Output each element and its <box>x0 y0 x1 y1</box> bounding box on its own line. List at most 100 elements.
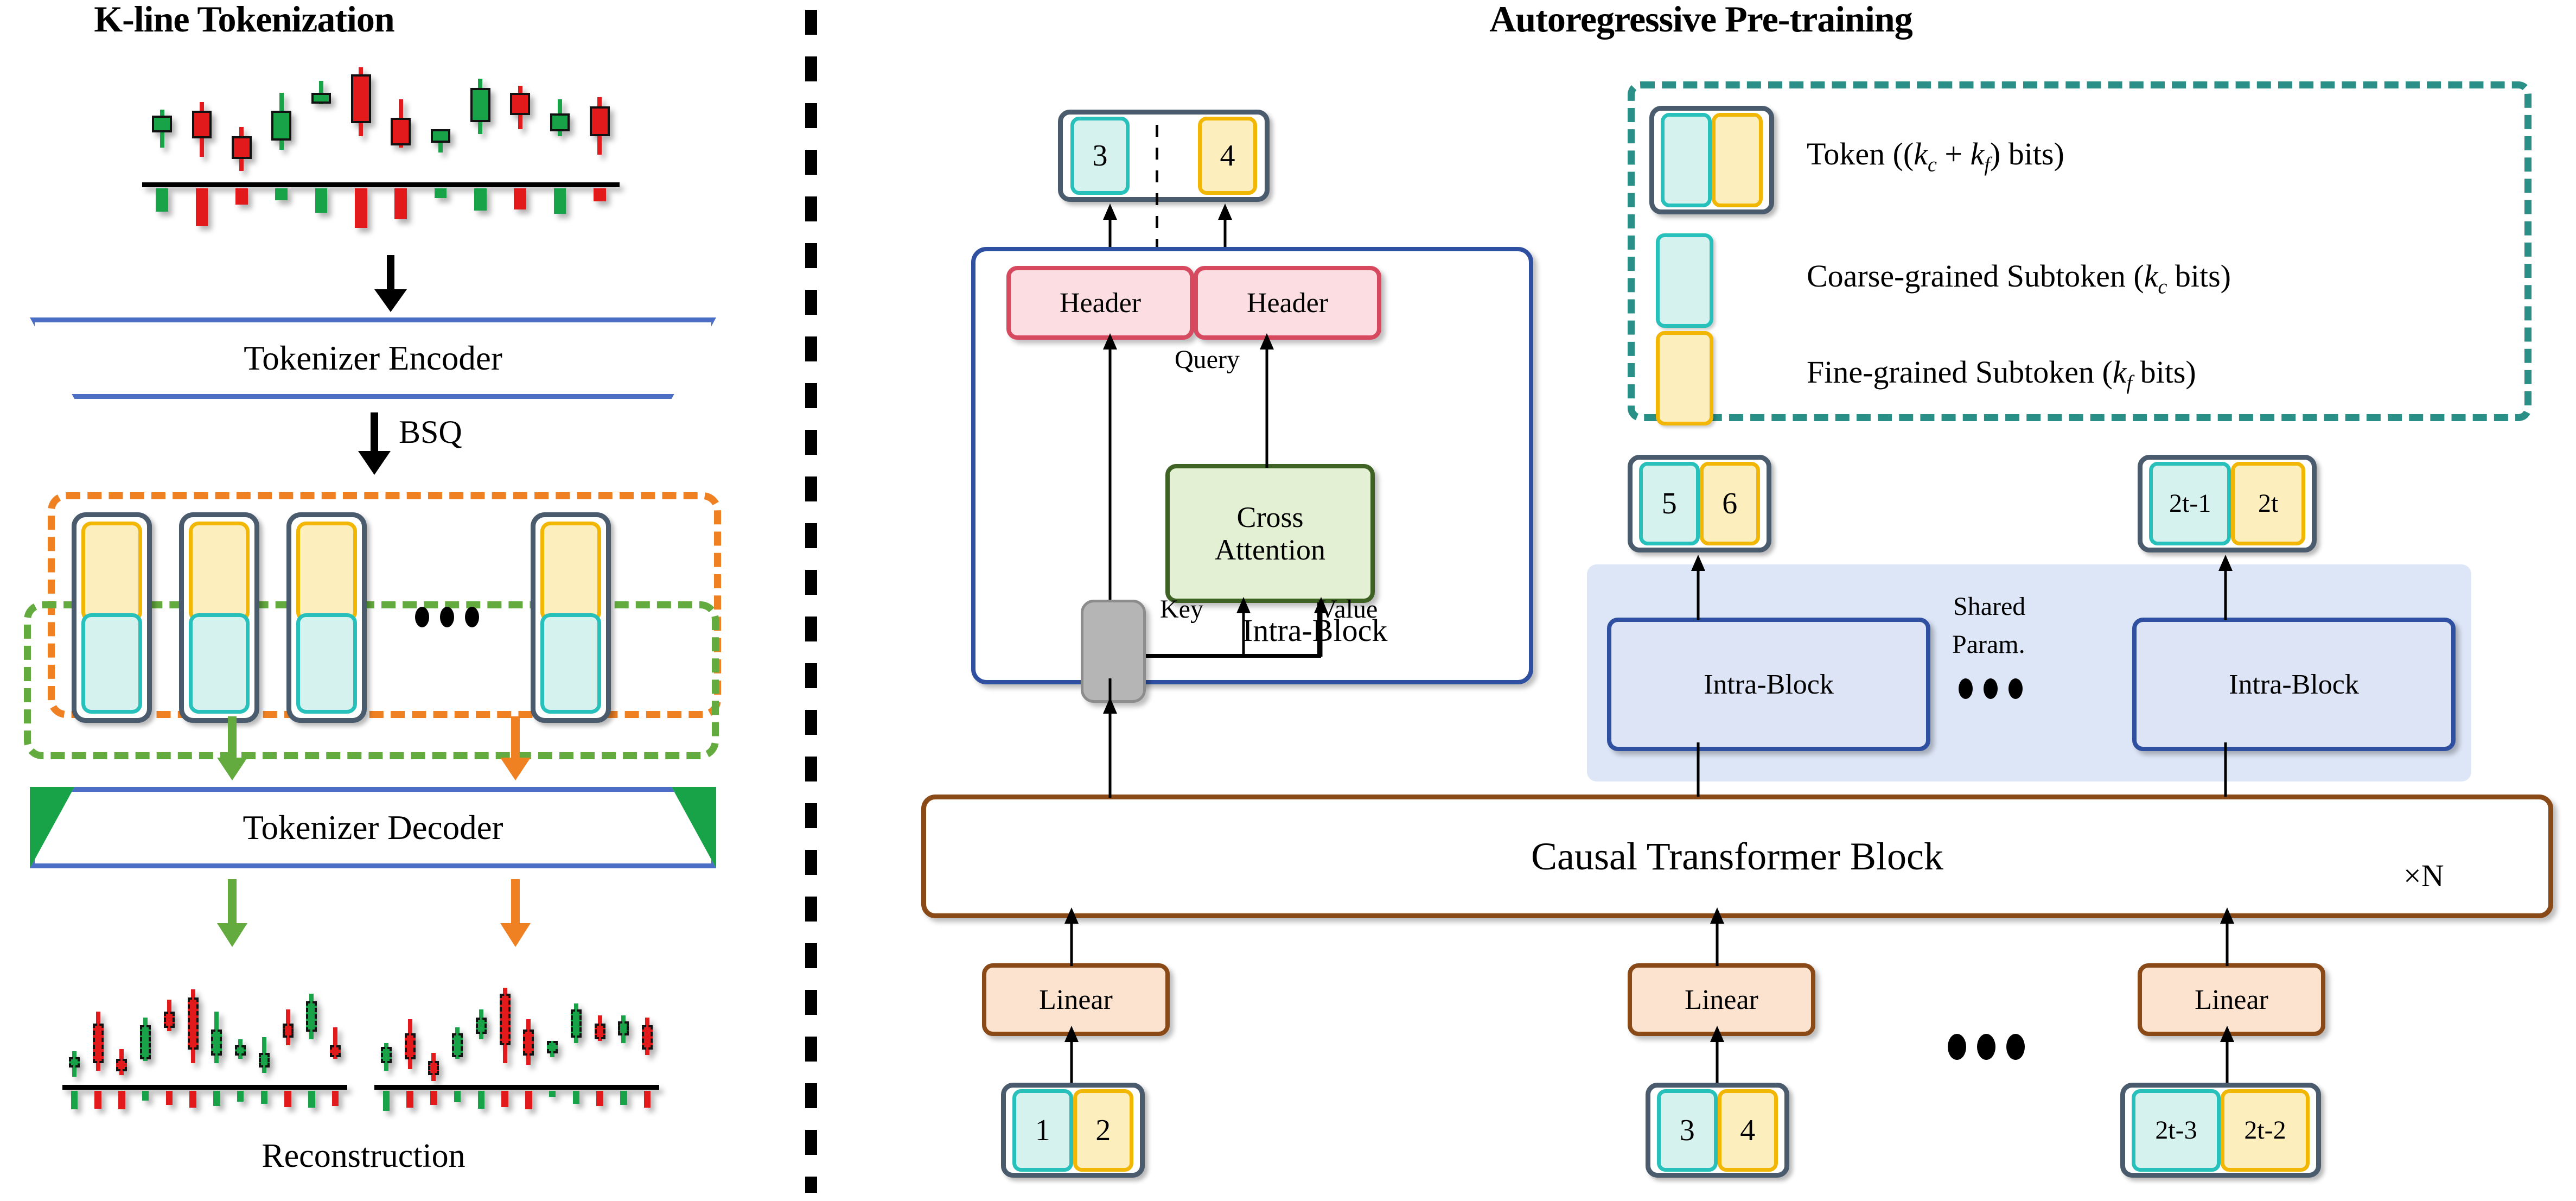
arrow-shared-left-to-token <box>1687 555 1709 620</box>
legend-coarse-k-sub: c <box>2158 275 2167 298</box>
fine-subtoken <box>81 522 142 622</box>
candle-wick <box>318 81 323 104</box>
candle-body <box>152 115 172 133</box>
tokenizer-encoder-label: Tokenizer Encoder <box>244 339 502 377</box>
candle-body <box>306 1001 317 1032</box>
candlestick <box>68 982 80 1085</box>
dot <box>1984 678 1998 699</box>
candlestick <box>594 982 605 1085</box>
volume-bar <box>308 1091 315 1108</box>
candlestick <box>271 64 291 182</box>
volume-bar <box>331 1091 339 1107</box>
candle-body <box>590 106 610 136</box>
legend-fine-k-sub: f <box>2126 371 2133 395</box>
input-token-34-coarse: 3 <box>1657 1089 1718 1172</box>
volume-bar <box>549 1091 556 1097</box>
candlestick <box>470 64 490 182</box>
shared-param-label-line1: Shared <box>1953 592 2026 621</box>
legend-k-c-sub: c <box>1928 153 1937 176</box>
dot <box>2006 1034 2025 1060</box>
candle-body <box>351 74 371 124</box>
candlestick <box>211 982 222 1085</box>
candle-body <box>452 1033 463 1058</box>
candlestick <box>391 64 411 182</box>
arrow-chart-to-encoder <box>374 255 407 312</box>
volume-bar <box>156 188 169 212</box>
candle-body <box>594 1023 605 1040</box>
shared-token-2t-coarse: 2t-1 <box>2149 462 2231 545</box>
volume-bar <box>477 1091 485 1109</box>
candle-body <box>470 88 490 123</box>
candlestick <box>163 982 175 1085</box>
volume-bar <box>430 1091 437 1105</box>
volume-bar <box>593 188 606 202</box>
output-token-box: 3 4 <box>1058 110 1270 202</box>
legend-k-c: k <box>1914 136 1928 171</box>
arrow-header-left-to-token <box>1099 204 1121 249</box>
candle-body <box>140 1025 151 1060</box>
legend-fine-k: k <box>2112 354 2127 390</box>
dot <box>1948 1034 1966 1060</box>
candlestick <box>523 982 534 1085</box>
arrow-decoder-to-recon-right <box>500 879 531 947</box>
candlestick <box>642 982 653 1085</box>
transformer-repeat-label: ×N <box>2403 858 2444 893</box>
chart-axis-line <box>374 1085 659 1090</box>
tokenizer-decoder-shape <box>30 787 716 868</box>
dot <box>2008 678 2023 699</box>
volume-bar <box>572 1091 580 1104</box>
candlestick <box>475 982 487 1085</box>
volume-bar <box>643 1091 651 1108</box>
legend-token-pre: Token (( <box>1807 136 1914 171</box>
candlestick <box>187 982 199 1085</box>
chart-axis-line <box>142 182 620 187</box>
volume-bar <box>382 1091 390 1111</box>
shared-param-ellipsis <box>1959 678 2023 699</box>
volume-bar <box>474 188 487 211</box>
candlestick <box>380 982 392 1085</box>
candlestick <box>452 982 463 1085</box>
legend-box <box>1628 81 2532 421</box>
candlestick <box>116 982 127 1085</box>
candlestick <box>590 64 610 182</box>
candle-body <box>258 1053 270 1067</box>
reconstruction-chart-left <box>62 982 347 1129</box>
linear-block-1: Linear <box>982 963 1170 1036</box>
cross-attention-label: Cross Attention <box>1215 500 1325 566</box>
volume-bar <box>237 1091 244 1102</box>
candle-body <box>187 997 199 1050</box>
candlestick <box>282 982 294 1085</box>
volume-bar <box>284 1091 291 1107</box>
arrow-transformer-to-intrablock-right <box>2215 742 2236 797</box>
input-token-2t-coarse: 2t-3 <box>2132 1089 2221 1172</box>
volume-bar <box>596 1091 603 1107</box>
candle-wick <box>333 1027 338 1059</box>
legend-token-post: ) bits) <box>1990 136 2064 171</box>
candle-body <box>404 1033 416 1060</box>
gray-feature-block <box>1081 600 1146 703</box>
shared-token-56: 5 6 <box>1628 455 1771 552</box>
arrow-linear3-to-transformer <box>2216 907 2238 966</box>
linear-block-3: Linear <box>2138 963 2325 1036</box>
arrow-grayblock-input <box>1099 697 1121 730</box>
intra-block-detail-label: Intra-Block <box>1242 613 1388 648</box>
shared-param-label-line2: Param. <box>1952 630 2025 659</box>
value-label: Value <box>1318 595 1378 624</box>
candle-body <box>550 113 570 132</box>
candle-body <box>430 129 451 143</box>
coarse-subtoken <box>296 613 357 714</box>
shared-token-2t-fine: 2t <box>2231 462 2305 545</box>
input-token-2t: 2t-3 2t-2 <box>2120 1083 2321 1178</box>
arrow-fine-to-decoder <box>500 716 531 780</box>
candle-body <box>330 1045 341 1058</box>
arrow-transformer-to-intrablock-left <box>1687 742 1709 797</box>
candle-body <box>163 1011 175 1028</box>
legend-fine-label: Fine-grained Subtoken (kf bits) <box>1807 354 2196 395</box>
tokenizer-encoder-shape <box>30 317 716 399</box>
candle-body <box>271 111 291 141</box>
legend-token-swatch <box>1649 106 1774 214</box>
legend-coarse-k: k <box>2144 258 2158 294</box>
shared-intra-block-right: Intra-Block <box>2132 618 2456 751</box>
candlestick <box>92 982 104 1085</box>
input-token-2t-fine: 2t-2 <box>2221 1089 2310 1172</box>
